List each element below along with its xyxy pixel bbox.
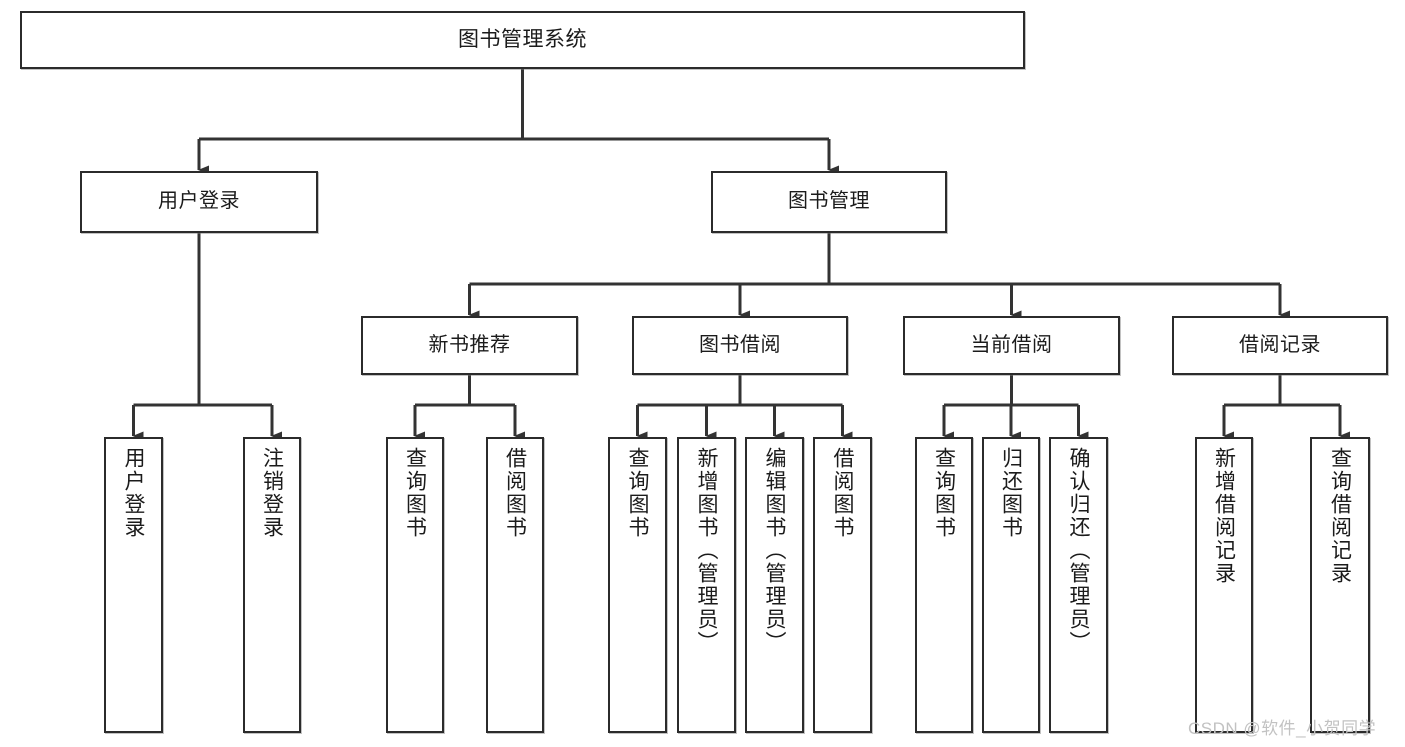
edges bbox=[132, 69, 1350, 441]
node-leaf_12[interactable]: 新增借阅记录 bbox=[1195, 437, 1253, 733]
node-leaf_7[interactable]: 编辑图书（管理员） bbox=[745, 437, 804, 733]
node-label: 查询图书 bbox=[932, 447, 956, 539]
node-leaf_4[interactable]: 借阅图书 bbox=[486, 437, 544, 733]
node-label: 新增借阅记录 bbox=[1212, 447, 1236, 585]
node-leaf_8[interactable]: 借阅图书 bbox=[813, 437, 872, 733]
node-label: 用户登录 bbox=[122, 447, 145, 539]
node-l3_a[interactable]: 新书推荐 bbox=[361, 316, 578, 375]
node-label: 借阅记录 bbox=[1239, 333, 1321, 356]
node-label: 新书推荐 bbox=[428, 333, 511, 356]
node-label: 借阅图书 bbox=[831, 447, 854, 539]
node-l2_b[interactable]: 图书管理 bbox=[711, 171, 947, 233]
node-l3_c[interactable]: 当前借阅 bbox=[903, 316, 1120, 375]
node-leaf_2[interactable]: 注销登录 bbox=[243, 437, 301, 733]
node-label: 借阅图书 bbox=[503, 447, 527, 539]
node-l3_b[interactable]: 图书借阅 bbox=[632, 316, 848, 375]
node-label: 查询借阅记录 bbox=[1328, 447, 1352, 585]
node-leaf_5[interactable]: 查询图书 bbox=[608, 437, 667, 733]
node-label: 图书管理 bbox=[788, 190, 870, 213]
node-l3_d[interactable]: 借阅记录 bbox=[1172, 316, 1388, 375]
node-label: 用户登录 bbox=[158, 190, 240, 213]
node-l2_a[interactable]: 用户登录 bbox=[80, 171, 318, 233]
node-leaf_3[interactable]: 查询图书 bbox=[386, 437, 444, 733]
node-label: 确认归还（管理员） bbox=[1067, 447, 1090, 654]
node-root[interactable]: 图书管理系统 bbox=[20, 11, 1025, 69]
node-label: 归还图书 bbox=[999, 447, 1023, 539]
node-leaf_13[interactable]: 查询借阅记录 bbox=[1310, 437, 1370, 733]
node-label: 图书借阅 bbox=[699, 333, 781, 356]
node-leaf_11[interactable]: 确认归还（管理员） bbox=[1049, 437, 1108, 733]
node-label: 当前借阅 bbox=[970, 333, 1053, 356]
node-label: 查询图书 bbox=[626, 447, 649, 539]
node-label: 查询图书 bbox=[403, 447, 427, 539]
node-leaf_1[interactable]: 用户登录 bbox=[104, 437, 163, 733]
node-label: 图书管理系统 bbox=[458, 27, 587, 51]
node-leaf_10[interactable]: 归还图书 bbox=[982, 437, 1040, 733]
node-leaf_9[interactable]: 查询图书 bbox=[915, 437, 973, 733]
node-label: 注销登录 bbox=[260, 447, 284, 539]
node-leaf_6[interactable]: 新增图书（管理员） bbox=[677, 437, 736, 733]
node-label: 新增图书（管理员） bbox=[695, 447, 718, 654]
node-label: 编辑图书（管理员） bbox=[763, 447, 786, 654]
